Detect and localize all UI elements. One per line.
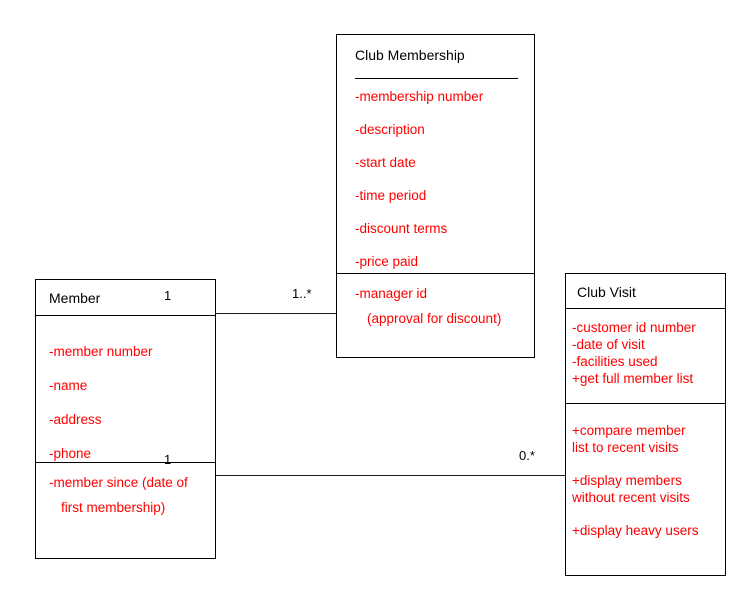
operation-item: +display heavy users bbox=[572, 523, 699, 538]
class-box-member[interactable]: Member -member number -name -address -ph… bbox=[35, 279, 216, 559]
attribute-item: -price paid bbox=[355, 254, 419, 269]
class-name-club-membership: Club Membership bbox=[355, 47, 465, 63]
attribute-item: -time period bbox=[355, 188, 427, 203]
attribute-item: -member number bbox=[49, 344, 153, 359]
class-box-club-membership[interactable]: Club Membership -membership number -desc… bbox=[336, 34, 535, 358]
attribute-item: -description bbox=[355, 122, 425, 137]
class-name-club-visit: Club Visit bbox=[577, 284, 636, 300]
multiplicity-club-visit-end: 0.* bbox=[519, 448, 535, 463]
attribute-item: -address bbox=[49, 412, 102, 427]
attributes-compartment-member: -member number -name -address -phone bbox=[36, 316, 215, 463]
operation-item: -manager id bbox=[355, 286, 428, 301]
class-title-compartment-club-visit: Club Visit bbox=[566, 274, 725, 309]
class-box-club-visit[interactable]: Club Visit -customer id number -date of … bbox=[565, 273, 726, 576]
attributes-compartment-club-visit: -customer id number -date of visit -faci… bbox=[566, 309, 725, 404]
operation-item-continuation: first membership) bbox=[61, 500, 166, 515]
operations-compartment-member: -member since (date of first membership) bbox=[36, 463, 215, 515]
operation-item: +compare member list to recent visits bbox=[572, 423, 686, 455]
attribute-item: -discount terms bbox=[355, 221, 448, 236]
operation-item: -member since (date of bbox=[49, 475, 188, 490]
class-name-member: Member bbox=[49, 290, 101, 306]
attribute-item: -phone bbox=[49, 446, 92, 461]
title-underline-club-membership bbox=[355, 78, 518, 79]
operations-compartment-club-membership: -manager id (approval for discount) bbox=[337, 274, 534, 326]
operation-item: +display members without recent visits bbox=[572, 473, 690, 505]
operations-compartment-club-visit: +compare member list to recent visits +d… bbox=[566, 404, 725, 539]
attribute-item: -date of visit bbox=[572, 337, 645, 352]
multiplicity-member-to-club-visit: 1 bbox=[164, 452, 172, 467]
attribute-item: -customer id number bbox=[572, 320, 696, 335]
attribute-item: -membership number bbox=[355, 89, 484, 104]
association-line-member-club-visit[interactable] bbox=[215, 475, 566, 476]
attribute-item: +get full member list bbox=[572, 371, 694, 386]
class-title-compartment-member: Member bbox=[36, 280, 215, 316]
multiplicity-club-membership-end: 1..* bbox=[292, 286, 312, 301]
operation-item-continuation: (approval for discount) bbox=[367, 311, 502, 326]
class-title-compartment-club-membership: Club Membership bbox=[337, 35, 534, 79]
multiplicity-member-to-club-membership: 1 bbox=[164, 288, 172, 303]
attribute-item: -name bbox=[49, 378, 88, 393]
attribute-item: -facilities used bbox=[572, 354, 658, 369]
association-line-member-club-membership[interactable] bbox=[215, 313, 337, 314]
attributes-compartment-club-membership: -membership number -description -start d… bbox=[337, 77, 534, 274]
attribute-item: -start date bbox=[355, 155, 416, 170]
